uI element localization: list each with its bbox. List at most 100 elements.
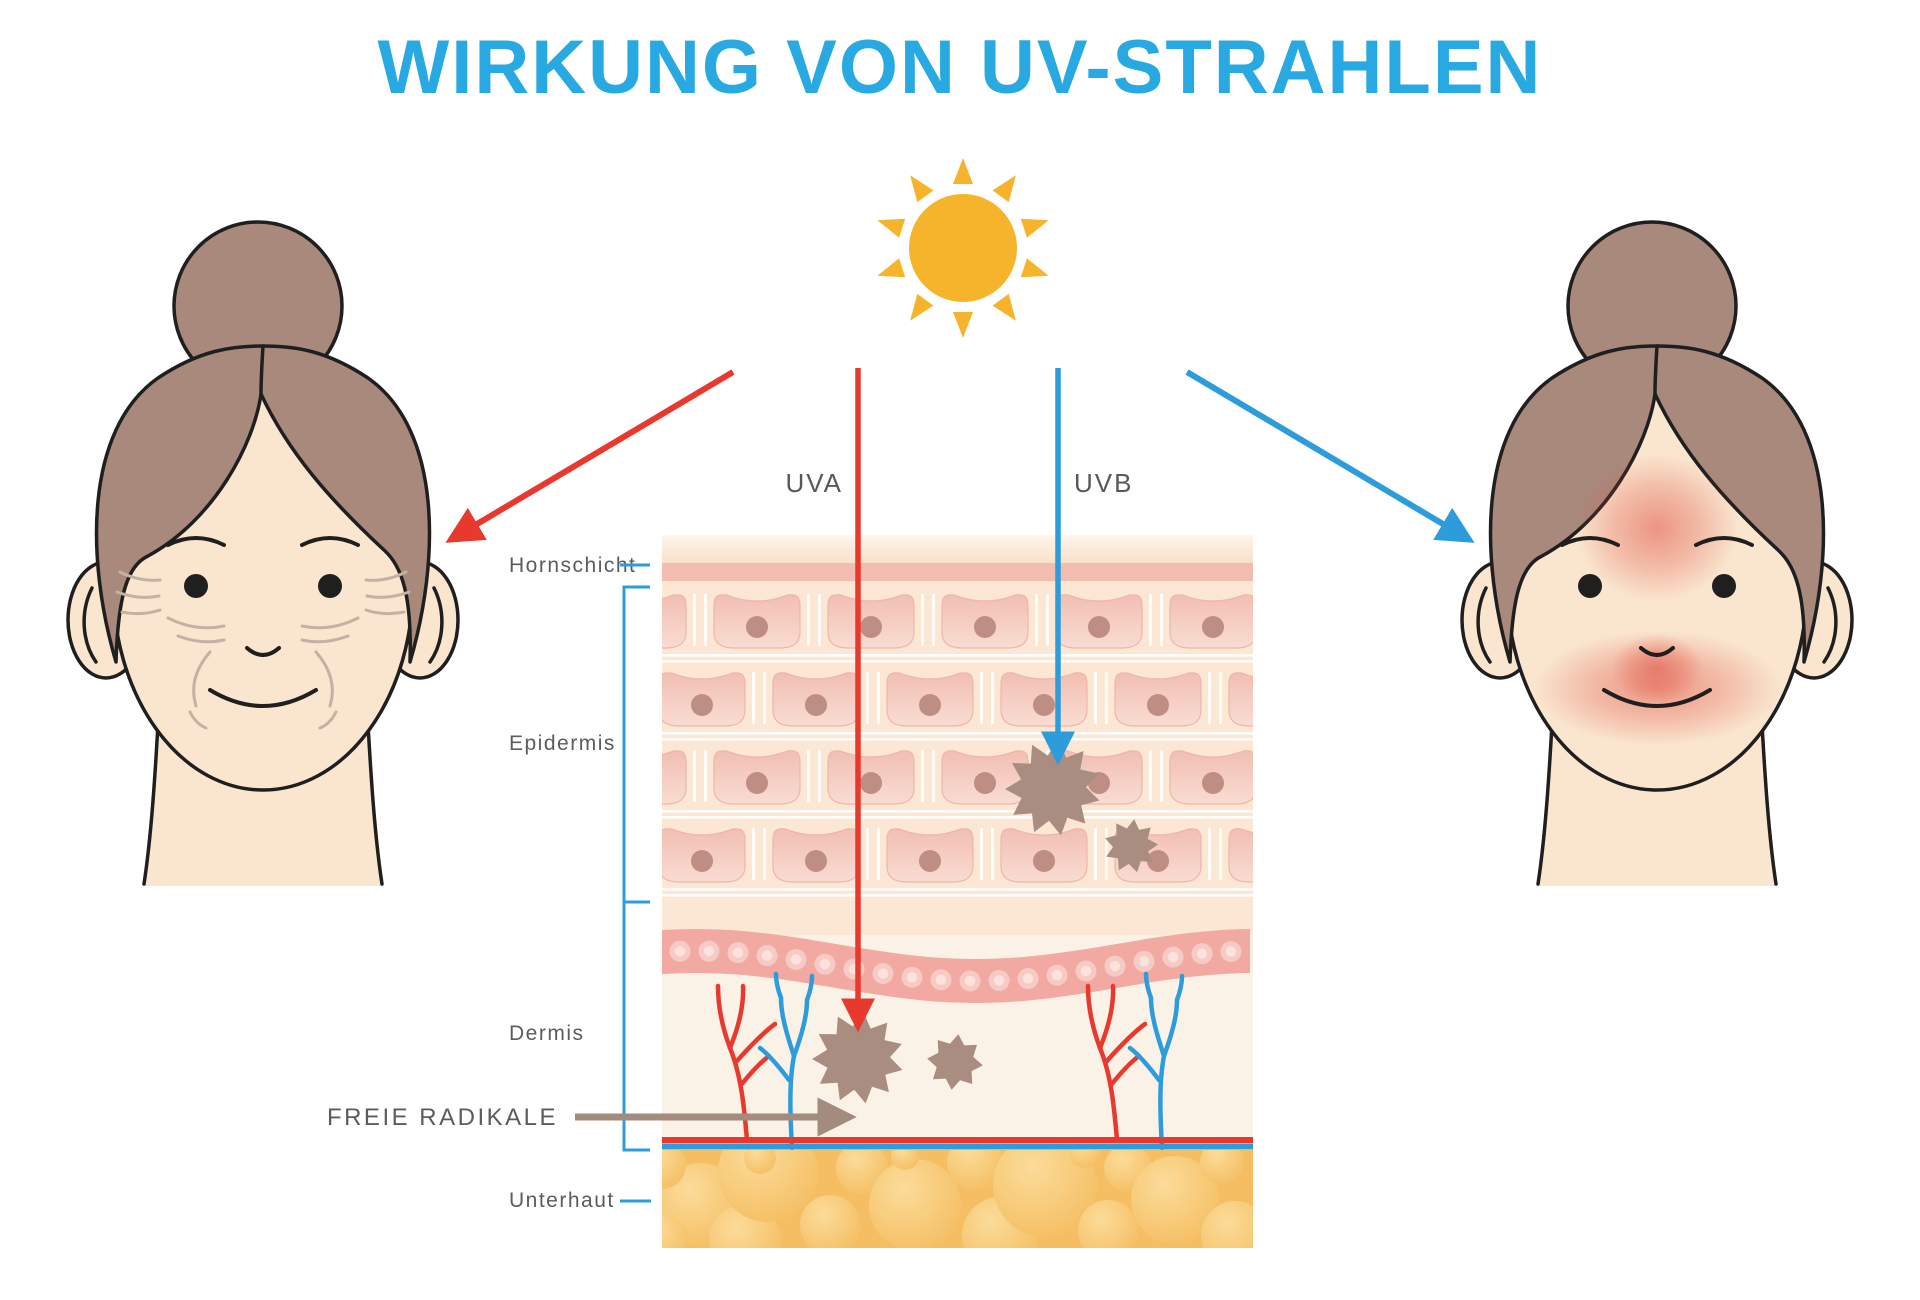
dermis-bottom-red-line xyxy=(662,1137,1253,1144)
uv-arrow-to-aged-face xyxy=(445,369,735,543)
sun-ray xyxy=(877,218,906,238)
basal-cell xyxy=(814,953,836,975)
epidermis-cell xyxy=(1114,672,1202,727)
fat-cell xyxy=(1201,1201,1253,1248)
basal-cell xyxy=(1133,950,1155,972)
epidermis-cell xyxy=(886,828,974,883)
sun-ray xyxy=(910,175,934,203)
epidermis-cell xyxy=(772,828,860,883)
epidermis-cell xyxy=(827,594,915,649)
epidermis-cell xyxy=(1228,672,1253,727)
free-radical-small xyxy=(927,1034,983,1090)
epidermis-cell xyxy=(1169,750,1253,805)
aged-face-illustration xyxy=(66,220,460,888)
basal-membrane-wave xyxy=(662,929,1250,1003)
sun-ray xyxy=(877,258,906,278)
damaged-cells-and-free-radicals xyxy=(812,740,1158,1104)
unterhaut-label: Unterhaut xyxy=(509,1189,615,1212)
free-radical xyxy=(812,1012,903,1104)
freie-radikale-label: FREIE RADIKALE xyxy=(327,1104,558,1131)
basal-cell xyxy=(1046,964,1068,986)
fat-cell xyxy=(869,1159,961,1248)
epidermis-cell xyxy=(1000,828,1088,883)
uvb-damaged-cell xyxy=(1005,740,1100,836)
uvb-label: UVB xyxy=(1074,468,1133,498)
blood-vessels-left xyxy=(715,971,815,1151)
epidermis-cell xyxy=(662,828,746,883)
fat-cell xyxy=(993,1150,1097,1237)
epidermis-cell xyxy=(827,750,915,805)
basal-cell xyxy=(1162,946,1184,968)
wrinkles xyxy=(115,570,411,730)
epidermis-cell xyxy=(713,750,801,805)
layer-bracket xyxy=(622,585,650,1152)
epidermis-cell xyxy=(1228,828,1253,883)
sun-ray xyxy=(992,293,1016,321)
basal-cell xyxy=(756,945,778,967)
epidermis-cell xyxy=(1169,594,1253,649)
basal-cell xyxy=(901,966,923,988)
basal-cell xyxy=(1220,941,1242,963)
dermis-label: Dermis xyxy=(509,1022,585,1045)
epidermis-cell xyxy=(941,750,1029,805)
sun-ray xyxy=(953,312,973,338)
fat-cell xyxy=(947,1150,1003,1190)
sun-ray xyxy=(910,293,934,321)
epidermis-cell xyxy=(545,829,631,882)
basal-cell xyxy=(785,948,807,970)
epidermis-cell xyxy=(886,672,974,727)
uvb-damaged-cell-small xyxy=(1105,819,1158,873)
fat-cell xyxy=(891,1150,919,1170)
fat-cell xyxy=(662,1214,688,1248)
sun-core xyxy=(909,194,1017,302)
basal-cell xyxy=(959,970,981,992)
epidermis-cell xyxy=(1000,672,1088,727)
fat-cell xyxy=(800,1195,860,1248)
basal-cell xyxy=(872,963,894,985)
epidermis-cell xyxy=(662,594,687,649)
uva-label: UVA xyxy=(785,468,843,498)
basal-cell xyxy=(1191,943,1213,965)
sunburn-redness xyxy=(1533,454,1781,746)
epidermis-cell xyxy=(1055,594,1143,649)
epidermis-cell xyxy=(772,672,860,727)
sun-ray xyxy=(1020,258,1049,278)
sun-ray xyxy=(992,175,1016,203)
basal-layer xyxy=(662,929,1250,1003)
sun-ray xyxy=(1020,218,1049,238)
uv-arrow-to-sunburned-face xyxy=(1185,369,1475,543)
basal-cell xyxy=(698,940,720,962)
skin-cross-section xyxy=(545,535,1253,1248)
epidermis-cells xyxy=(545,594,1253,883)
basal-cell xyxy=(1075,960,1097,982)
layer-labels: Hornschicht Epidermis Dermis Unterhaut F… xyxy=(327,554,857,1212)
basal-cell xyxy=(669,940,691,962)
basal-cell xyxy=(727,942,749,964)
sun-icon xyxy=(877,158,1049,338)
cell-row-separators xyxy=(662,654,1253,897)
fat-cell xyxy=(718,1150,818,1222)
dermis-bottom-blue-line xyxy=(662,1144,1253,1150)
fat-cell xyxy=(1131,1156,1219,1244)
epidermis-cell xyxy=(545,673,631,726)
fat-cell xyxy=(1200,1150,1244,1184)
basal-cell xyxy=(843,958,865,980)
epidermis-label: Epidermis xyxy=(509,732,616,755)
basal-cell xyxy=(1104,955,1126,977)
basal-cell xyxy=(1017,968,1039,990)
basal-cell xyxy=(988,970,1010,992)
page-title: WIRKUNG VON UV-STRAHLEN xyxy=(377,25,1543,110)
epidermis-cell xyxy=(662,750,687,805)
epidermis-cell xyxy=(713,594,801,649)
sun-ray xyxy=(953,158,973,184)
fat-cells xyxy=(662,1150,1253,1248)
sunburned-face-illustration xyxy=(1460,220,1854,888)
basal-cell xyxy=(930,969,952,991)
hornschicht-label: Hornschicht xyxy=(509,554,636,577)
skin-surface-strip xyxy=(662,535,1253,563)
epidermis-cell xyxy=(662,672,746,727)
fat-cell xyxy=(1078,1200,1138,1248)
hornschicht-layer xyxy=(662,563,1253,581)
epidermis-cell xyxy=(941,594,1029,649)
